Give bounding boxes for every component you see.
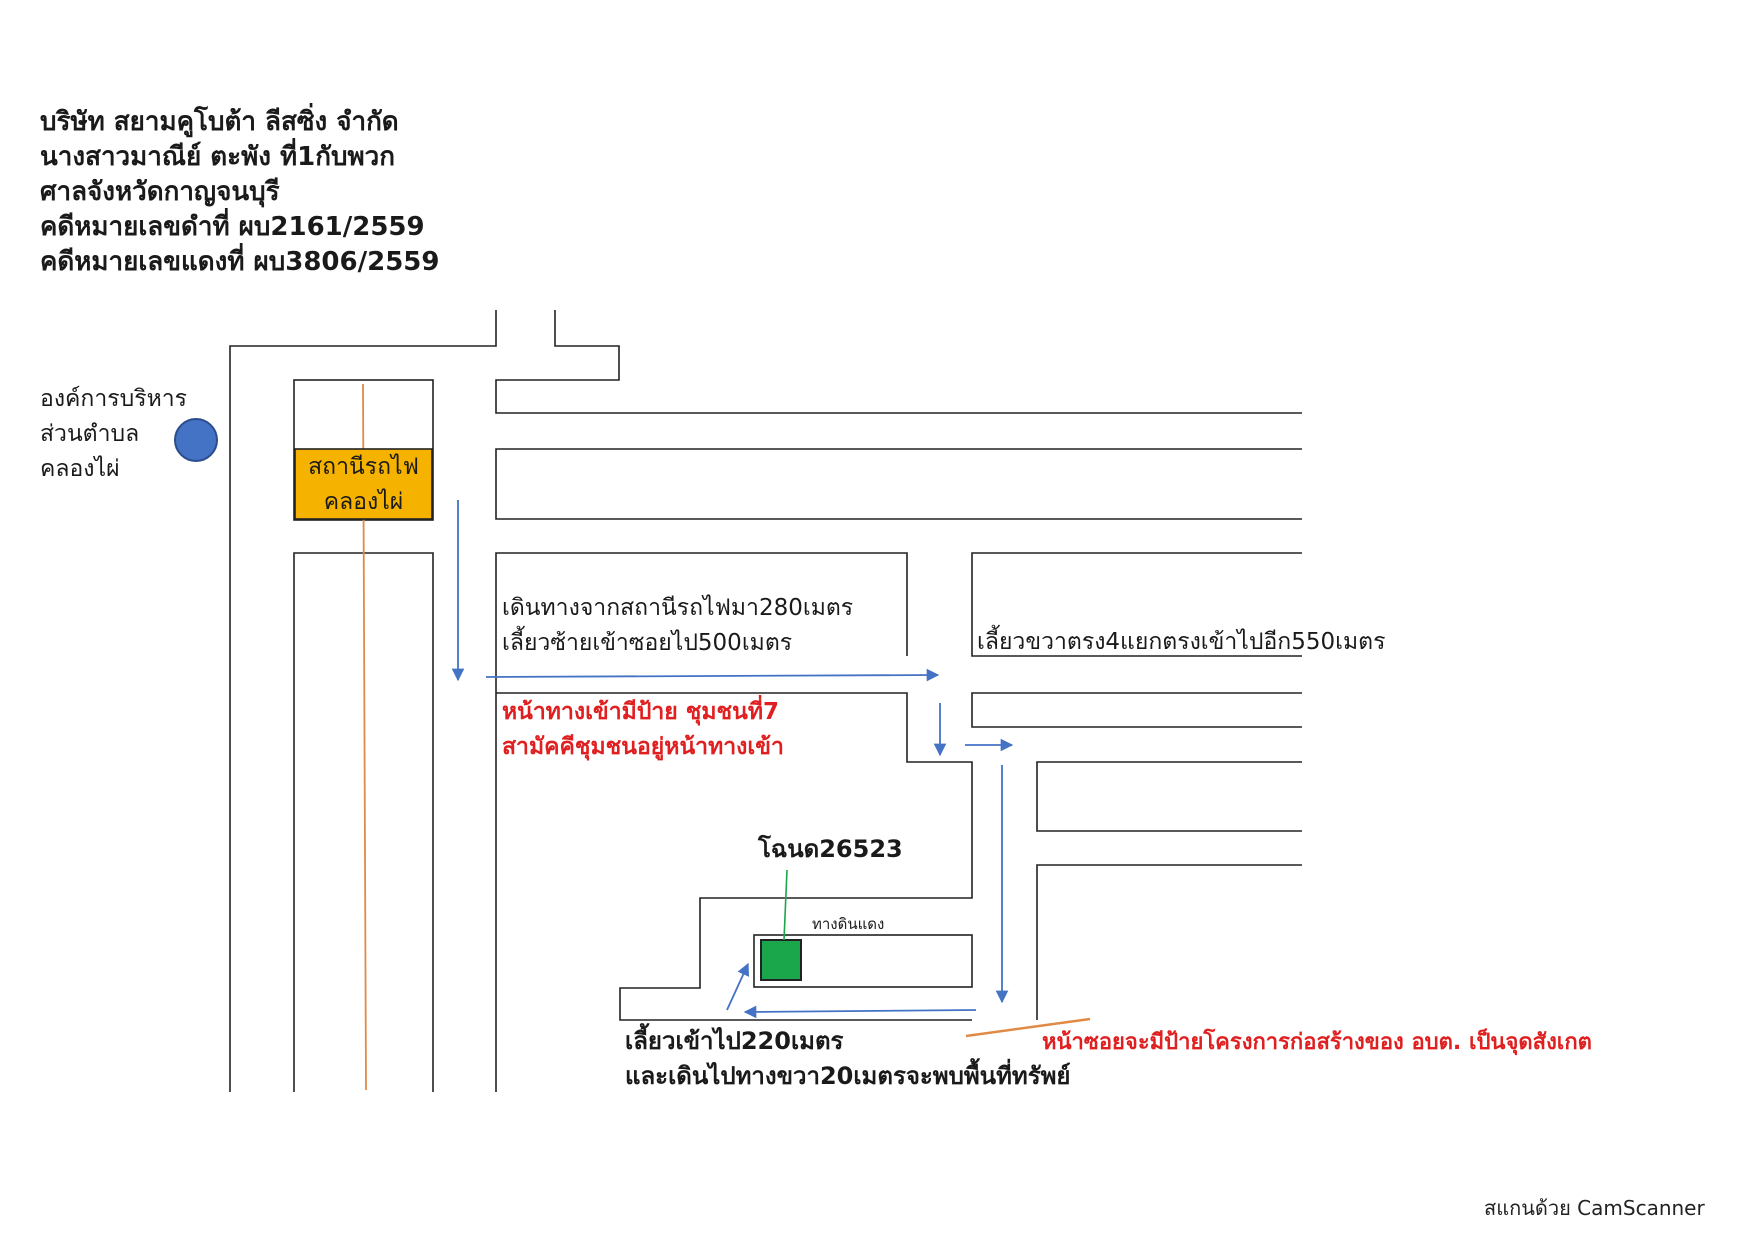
- block-strip-north: [495, 448, 1302, 520]
- parcel-plot: [753, 934, 973, 988]
- landmark-marker: [174, 418, 218, 462]
- branch-road-top: [495, 310, 1302, 414]
- landmark-line-2: ส่วนตำบล: [40, 421, 140, 447]
- train-station-box: [294, 448, 433, 520]
- defendant-name: นางสาวมาณีย์ ตะพัง ที่1กับพวก: [40, 142, 395, 172]
- landmark-label: องค์การบริหาร ส่วนตำบล คลองไผ่: [40, 382, 187, 487]
- final-directions: เลี้ยวเข้าไป220เมตร และเดินไปทางขวา20เมต…: [625, 1024, 1071, 1094]
- route-arrows: [451, 500, 1014, 1019]
- block-east-4: [1036, 864, 1302, 1020]
- dirt-road-label: ทางดินแดง: [812, 915, 885, 933]
- block-central: [496, 692, 973, 1021]
- sign-pointer-line: [965, 1017, 1091, 1038]
- block-east-2: [971, 692, 1302, 728]
- entrance-sign-line-1: หน้าทางเข้ามีป้าย ชุมชนที่7: [502, 699, 780, 725]
- landmark-line-1: องค์การบริหาร: [40, 386, 188, 412]
- parcel-marker: [760, 939, 802, 981]
- company-name: บริษัท สยามคูโบต้า ลีสซิ่ง จำกัด: [40, 107, 399, 137]
- parcel-label-leader: [783, 869, 788, 941]
- landmark-line-3: คลองไผ่: [40, 456, 120, 482]
- arrow-west-to-plot: [743, 1005, 977, 1019]
- walk-directions-line-1: เดินทางจากสถานีรถไฟมา280เมตร: [502, 595, 854, 621]
- block-east-3: [1036, 761, 1302, 832]
- station-line-2: คลองไผ่: [323, 489, 404, 515]
- entrance-sign-note: หน้าทางเข้ามีป้าย ชุมชนที่7 สามัคคีชุมชน…: [502, 695, 784, 765]
- block-walk: [495, 552, 908, 1092]
- station-line-1: สถานีรถไฟ: [308, 454, 419, 480]
- arrow-north-east-to-plot: [726, 962, 750, 1011]
- entrance-sign-line-2: สามัคคีชุมชนอยู่หน้าทางเข้า: [502, 734, 784, 760]
- road-network: [229, 310, 1302, 1092]
- final-directions-line-2: และเดินไปทางขวา20เมตรจะพบพื้นที่ทรัพย์: [625, 1062, 1071, 1090]
- walk-directions: เดินทางจากสถานีรถไฟมา280เมตร เลี้ยวซ้ายเ…: [502, 591, 853, 661]
- turn-right-directions: เลี้ยวขวาตรง4แยกตรงเข้าไปอีก550เมตร: [977, 629, 1386, 655]
- station-label: สถานีรถไฟ คลองไผ่: [296, 450, 431, 520]
- block-east-1: [971, 552, 1302, 657]
- final-directions-line-1: เลี้ยวเข้าไป220เมตร: [625, 1027, 844, 1055]
- walk-directions-line-2: เลี้ยวซ้ายเข้าซอยไป500เมตร: [502, 630, 793, 656]
- case-info-header: บริษัท สยามคูโบต้า ลีสซิ่ง จำกัด นางสาวม…: [40, 105, 439, 280]
- scanner-footer: สแกนด้วย CamScanner: [1484, 1196, 1705, 1220]
- red-case-number: คดีหมายเลขแดงที่ ผบ3806/2559: [40, 247, 440, 277]
- court-name: ศาลจังหวัดกาญจนบุรี: [40, 177, 280, 207]
- soi-sign-note: หน้าซอยจะมีป้ายโครงการก่อสร้างของ อบต. เ…: [1042, 1030, 1592, 1055]
- parcel-label: โฉนด26523: [758, 835, 903, 863]
- main-road-west-edge: [229, 310, 497, 1092]
- arrow-east-along-soi: [485, 668, 940, 682]
- black-case-number: คดีหมายเลขดำที่ ผบ2161/2559: [40, 212, 425, 242]
